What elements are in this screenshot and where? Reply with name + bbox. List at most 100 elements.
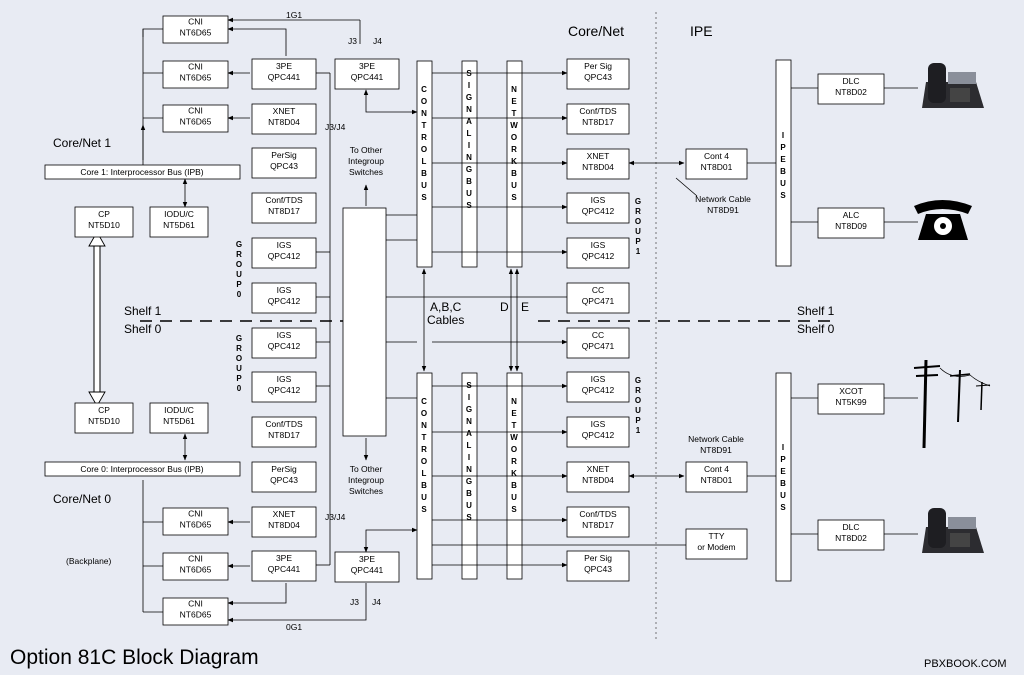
persig-l-bot-line-1: PerSig	[271, 464, 297, 474]
ipb-core-1: Core 1: Interprocessor Bus (IPB)	[44, 164, 241, 180]
digital-phone-icon	[922, 63, 984, 108]
alc-line-1: ALC	[843, 210, 860, 220]
svg-text:Core 1: Interprocessor Bus (IP: Core 1: Interprocessor Bus (IPB)	[80, 167, 203, 177]
persig-l-top-line-2: QPC43	[270, 161, 298, 171]
cni-bot1-line-1: CNI	[188, 509, 203, 519]
cp-1-line-1: CP	[98, 209, 110, 219]
cont4-bot-line-2: NT8D01	[701, 475, 733, 485]
igs-l2-line-2: QPC412	[268, 296, 301, 306]
j3-bottom-label: J3	[350, 597, 359, 607]
xnet-l-top-line-2: NT8D04	[268, 117, 300, 127]
pe3-mid-top-line-1: 3PE	[359, 61, 375, 71]
ipe-bus-bottom	[775, 372, 792, 582]
dlc-top-line-1: DLC	[842, 76, 859, 86]
tty-line-1: TTY	[708, 531, 724, 541]
dlc-bot-line-1: DLC	[842, 522, 859, 532]
r-conf-bot-line-1: Conf/TDS	[579, 509, 617, 519]
igs-l1-line-1: IGS	[277, 240, 292, 250]
shelf-0-right: Shelf 0	[797, 322, 835, 336]
igs-l4-line-1: IGS	[277, 374, 292, 384]
pe3-mid-bot-line-1: 3PE	[359, 554, 375, 564]
shelf-0-left: Shelf 0	[124, 322, 162, 336]
cp-0-line-1: CP	[98, 405, 110, 415]
r-persig-top-line-2: QPC43	[584, 72, 612, 82]
connection-lines	[88, 17, 918, 623]
pe3-bot-line-2: QPC441	[268, 564, 301, 574]
xcot-line-1: XCOT	[839, 386, 863, 396]
r-igs2-line-2: QPC412	[582, 251, 615, 261]
igs-l3-line-2: QPC412	[268, 341, 301, 351]
abc-label: A,B,C	[430, 300, 462, 314]
signaling-bus-top	[461, 60, 478, 268]
r-igs2-line-1: IGS	[591, 240, 606, 250]
r-igs4-line-1: IGS	[591, 419, 606, 429]
r-persig-top-line-1: Per Sig	[584, 61, 612, 71]
alc-line-2: NT8D09	[835, 221, 867, 231]
component-boxes: CNINT6D65CNINT6D65CNINT6D65CPNT5D10IODU/…	[74, 15, 885, 626]
r-igs1-line-2: QPC412	[582, 206, 615, 216]
r-conf-top-line-1: Conf/TDS	[579, 106, 617, 116]
iodu-0-line-1: IODU/C	[164, 405, 194, 415]
j3j4-top-label: J3/J4	[325, 122, 346, 132]
r-persig-bot-line-2: QPC43	[584, 564, 612, 574]
r-igs1-line-1: IGS	[591, 195, 606, 205]
j4-top-label: J4	[373, 36, 382, 46]
iodu-1-line-2: NT5D61	[163, 220, 195, 230]
cni-top2-line-2: NT6D65	[180, 73, 212, 83]
control-bus-top	[416, 60, 433, 268]
r-cc-top-line-1: CC	[592, 285, 604, 295]
igs-l1-line-2: QPC412	[268, 251, 301, 261]
r-cc-bot-line-2: QPC471	[582, 341, 615, 351]
r-xnet-bot-line-2: NT8D04	[582, 475, 614, 485]
d-label: D	[500, 300, 509, 314]
xnet-l-bot-line-2: NT8D04	[268, 520, 300, 530]
backplane-label: (Backplane)	[66, 556, 112, 566]
pe3-mid-bot-line-2: QPC441	[351, 565, 384, 575]
r-conf-top-line-2: NT8D17	[582, 117, 614, 127]
cont4-bot-line-1: Cont 4	[704, 464, 729, 474]
r-xnet-bot-line-1: XNET	[587, 464, 610, 474]
cni-bot3-line-2: NT6D65	[180, 610, 212, 620]
ipb-core-0: Core 0: Interprocessor Bus (IPB)	[44, 461, 241, 477]
cni-top3-line-1: CNI	[188, 106, 203, 116]
cni-bot2-line-2: NT6D65	[180, 565, 212, 575]
